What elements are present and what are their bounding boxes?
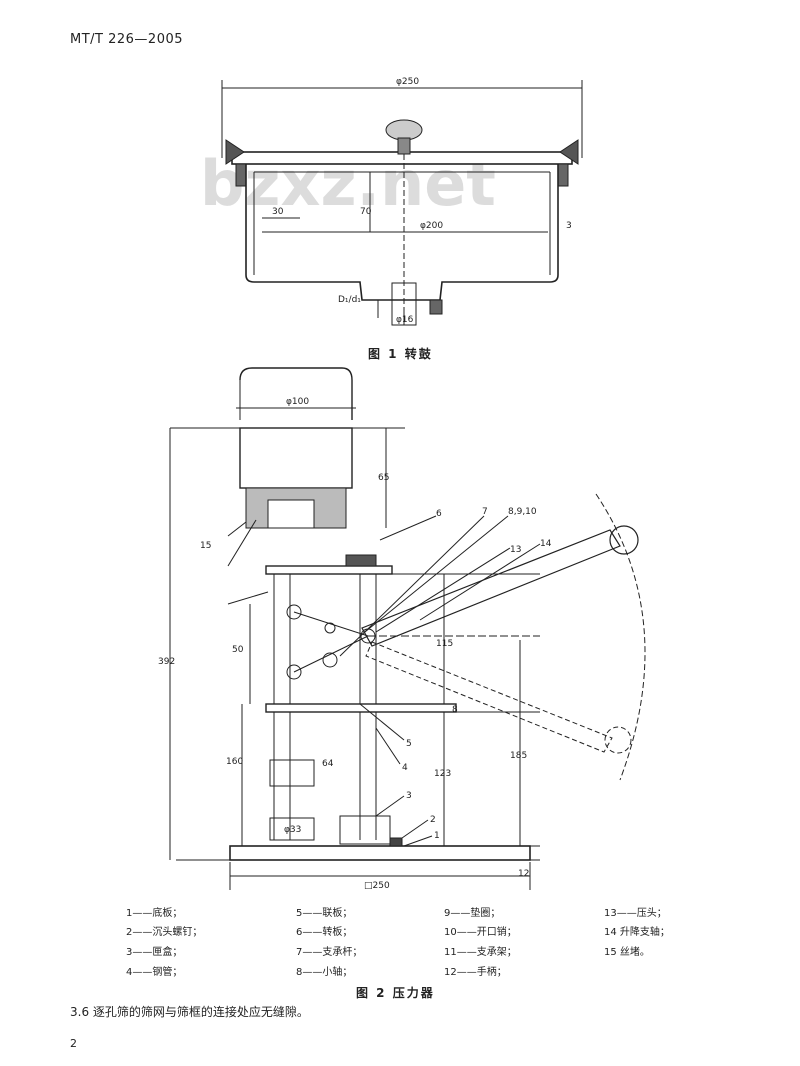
- dim-d250: φ250: [396, 77, 419, 87]
- dim-d200: φ200: [420, 221, 443, 231]
- dim-64: 64: [322, 759, 334, 769]
- dim-160: 160: [226, 757, 243, 767]
- legend-item: 6——转板；: [296, 927, 353, 938]
- figure2-callouts: 15 6 7 8,9,10 13 14 5 4 3 2 1: [200, 507, 552, 841]
- dim-123: 123: [434, 769, 451, 779]
- figure2-caption: 图 2 压力器: [356, 986, 435, 1000]
- dim-d250-base: □250: [364, 881, 390, 891]
- legend-item: 14 升降支轴；: [604, 927, 670, 938]
- legend-item: 3——匣盒；: [126, 947, 183, 958]
- page-number: 2: [70, 1037, 77, 1050]
- legend-item: 4——钢管；: [126, 967, 183, 978]
- clause-3-6: 3.6 逐孔筛的筛网与筛框的连接处应无缝隙。: [70, 1005, 309, 1019]
- callout-12: 14: [540, 539, 552, 549]
- dim-8: 8: [452, 705, 458, 715]
- legend-item: 8——小轴；: [296, 967, 353, 978]
- legend-item: 13——压头；: [604, 908, 667, 919]
- legend-item: 10——开口销；: [444, 927, 517, 938]
- callout-6: 6: [436, 509, 442, 519]
- legend-item: 9——垫圈；: [444, 908, 501, 919]
- callout-4: 4: [402, 763, 408, 773]
- dim-12: 12: [518, 869, 529, 879]
- dim-70: 70: [360, 207, 372, 217]
- legend-item: 1——底板；: [126, 908, 183, 919]
- dim-bore: D₁/d₁: [338, 295, 361, 305]
- legend-item: 5——联板；: [296, 908, 353, 919]
- legend-item: 12——手柄；: [444, 967, 507, 978]
- dim-d16: φ16: [396, 315, 414, 325]
- dim-392: 392: [158, 657, 175, 667]
- callout-8-9-10: 8,9,10: [508, 507, 537, 517]
- callout-5: 5: [406, 739, 412, 749]
- dim-d100: φ100: [286, 397, 309, 407]
- callout-7: 7: [482, 507, 488, 517]
- dim-50: 50: [232, 645, 244, 655]
- legend-item: 11——支承架；: [444, 947, 517, 958]
- figure2-press: [169, 367, 646, 890]
- standard-code: MT/T 226—2005: [70, 32, 184, 47]
- dim-65: 65: [378, 473, 389, 483]
- figure2-dimension-labels: φ100 65 392 50 115 8 160 64 123 185 φ33 …: [158, 397, 529, 891]
- callout-13: 15: [200, 541, 211, 551]
- dim-3: 3: [566, 221, 572, 231]
- figure1-dimension-labels: φ250 30 70 φ200 3 D₁/d₁ φ16: [272, 77, 572, 325]
- dim-115: 115: [436, 639, 453, 649]
- callout-2: 2: [430, 815, 436, 825]
- dim-185: 185: [510, 751, 527, 761]
- figure1-drum: [221, 80, 583, 326]
- callout-3: 3: [406, 791, 412, 801]
- callout-11: 13: [510, 545, 521, 555]
- figure1-caption: 图 1 转鼓: [368, 347, 433, 361]
- dim-d33: φ33: [284, 825, 301, 835]
- dim-30: 30: [272, 207, 284, 217]
- legend-item: 2——沉头螺钉；: [126, 927, 203, 938]
- legend-item: 7——支承杆；: [296, 947, 363, 958]
- legend-item: 15 丝堵。: [604, 947, 650, 958]
- callout-1: 1: [434, 831, 440, 841]
